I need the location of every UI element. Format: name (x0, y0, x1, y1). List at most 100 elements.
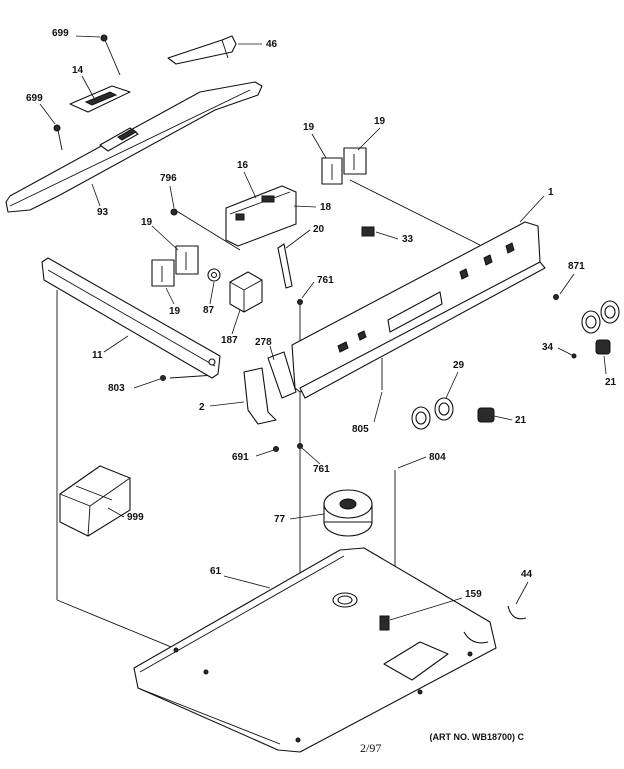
panel-hole-1 (337, 341, 349, 353)
pan-hole-5 (467, 651, 473, 657)
callout-c-44: 44 (521, 569, 533, 580)
leader-796 (169, 185, 175, 209)
box-edge-2 (89, 477, 131, 507)
screw-761-top-icon (297, 299, 303, 305)
callout-c-21a: 21 (605, 377, 617, 388)
callout-c-14: 14 (72, 65, 84, 76)
callout-c-19a: 19 (303, 122, 315, 133)
callout-c-699b: 699 (26, 93, 43, 104)
trim-edge (9, 89, 251, 207)
callout-c-805: 805 (352, 424, 369, 435)
pan-hole-1 (173, 647, 179, 653)
leader-761b (301, 447, 321, 465)
knob-21-lower (477, 407, 495, 423)
knob-21-upper (595, 339, 611, 355)
callout-c-796: 796 (160, 173, 177, 184)
leader-11 (103, 335, 129, 353)
relay-187 (229, 271, 263, 313)
callout-c-93: 93 (97, 207, 109, 218)
leader-16 (243, 171, 257, 199)
leader-159 (389, 597, 463, 621)
rail-edge (47, 269, 216, 367)
callout-c-691: 691 (232, 452, 249, 463)
leader-19a (311, 133, 327, 159)
pan-rim (139, 555, 345, 673)
callout-c-19d: 19 (169, 306, 181, 317)
part-11-rail (41, 257, 221, 379)
panel-hole-3 (459, 268, 469, 280)
board-body (225, 185, 297, 247)
callout-c-278: 278 (255, 337, 272, 348)
callout-c-77: 77 (274, 514, 286, 525)
callout-c-999: 999 (127, 512, 144, 523)
panel-display-window (387, 291, 443, 333)
callout-c-2: 2 (199, 402, 205, 413)
leader-18 (293, 205, 317, 208)
part-93-top-trim (5, 81, 263, 213)
callout-c-804: 804 (429, 452, 446, 463)
callout-c-761b: 761 (313, 464, 330, 475)
pan-hole-4 (417, 689, 423, 695)
screw-699-top-icon (100, 34, 108, 42)
leader-21a (603, 355, 607, 375)
box-edge-3 (87, 505, 91, 537)
guide-line-screw-left (57, 129, 63, 151)
callout-c-1: 1 (548, 187, 554, 198)
part-2-278-end-brackets (160, 294, 577, 452)
roll-core (339, 498, 357, 510)
deflector-fold (221, 39, 229, 59)
part-46-deflector (167, 35, 237, 65)
end-bracket-278 (267, 351, 297, 399)
part-14-grille (69, 85, 131, 113)
part-20-bracket (277, 243, 293, 289)
hook-44 (507, 605, 527, 620)
screw-699-left-icon (53, 124, 61, 132)
callout-c-16: 16 (237, 160, 249, 171)
leader-29 (445, 371, 459, 399)
clamp-159 (379, 615, 390, 631)
pan-cutout (383, 641, 449, 681)
callout-c-29: 29 (453, 360, 465, 371)
leader-19b (357, 127, 381, 151)
switch-19-upper-right (343, 147, 367, 175)
callout-c-46: 46 (266, 39, 278, 50)
leader-803 (133, 378, 161, 389)
pan-round-opening-inner (337, 595, 353, 605)
panel-hole-2 (357, 330, 367, 341)
guide-line-screw (104, 39, 121, 76)
screw-34-icon (571, 353, 577, 359)
part-33-clip (361, 226, 375, 237)
leader-14 (81, 75, 95, 99)
pan-hole-2 (203, 669, 209, 675)
trim-vent-opening (117, 128, 137, 141)
leader-691 (255, 449, 275, 457)
panel-hole-5 (505, 242, 515, 254)
board-chip (235, 213, 245, 221)
callout-c-61: 61 (210, 566, 222, 577)
parts-159-44 (379, 605, 527, 644)
leader-34 (557, 347, 573, 356)
knobs-29-21 (411, 300, 620, 430)
leader-1 (519, 195, 545, 223)
leader-871 (559, 273, 575, 295)
knob-29-right-inner (438, 402, 450, 416)
screws-699 (53, 34, 108, 132)
part-999-box (59, 465, 131, 537)
hook-44-bottom (463, 631, 489, 644)
leader-lines (39, 35, 607, 621)
screw-796-icon (170, 208, 178, 216)
leader-93 (91, 183, 101, 207)
part-1-control-panel (291, 221, 546, 399)
panel-lip (299, 261, 546, 399)
leader-187 (231, 309, 241, 335)
pan-front-edge (137, 687, 281, 745)
pan-body (133, 547, 497, 753)
end-bracket-2 (243, 367, 277, 425)
knob-29-left-inner (415, 411, 427, 425)
switch-19-lower-right (175, 245, 199, 275)
callout-c-803: 803 (108, 383, 125, 394)
screw-871-icon (553, 294, 559, 300)
knob-upper-right-inner (604, 305, 616, 319)
